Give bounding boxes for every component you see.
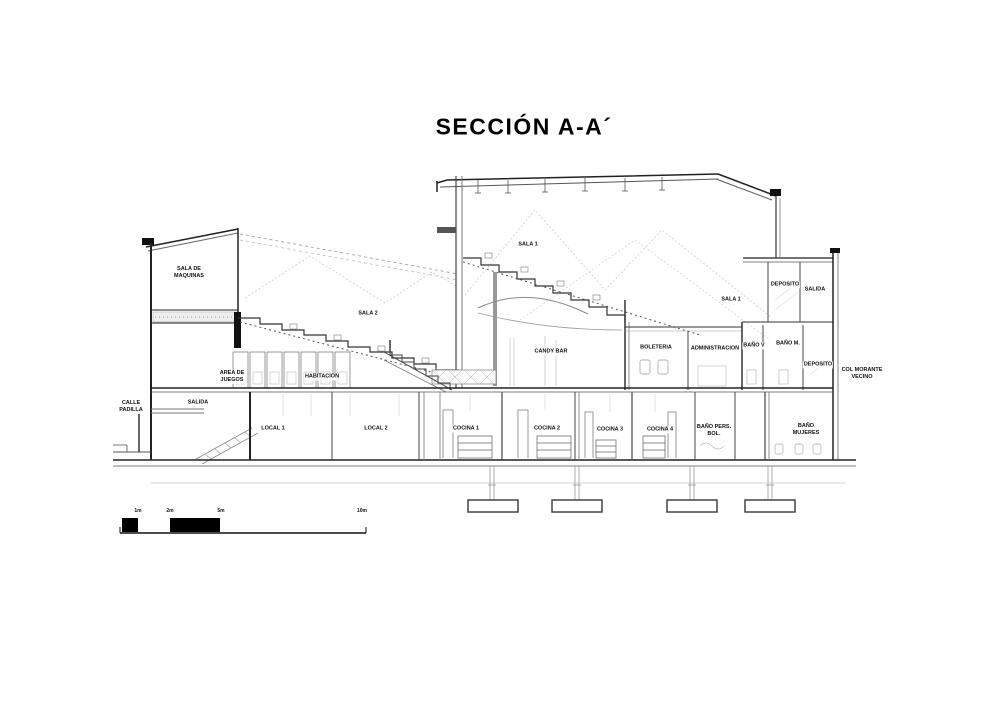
scale-label-2m: 2m bbox=[166, 508, 174, 514]
room-label-boleteria: BOLETERIA bbox=[639, 344, 673, 352]
candy-bar-structure bbox=[431, 176, 623, 388]
room-label-cocina-4: COCINA 4 bbox=[645, 426, 675, 434]
sala1-hidden-lines bbox=[464, 209, 773, 341]
ground-lines bbox=[113, 459, 856, 484]
floor-slabs bbox=[151, 387, 833, 393]
room-label-deposito-lower: DEPOSITO bbox=[802, 361, 834, 369]
sala1-roof bbox=[436, 173, 781, 201]
room-label-salida-right: SALIDA bbox=[803, 286, 827, 294]
room-label-local-1: LOCAL 1 bbox=[260, 425, 286, 433]
arcade-machines bbox=[232, 351, 351, 389]
mid-stairs bbox=[383, 340, 453, 393]
drawing-title: SECCIÓN A-A´ bbox=[435, 113, 613, 140]
left-block bbox=[142, 228, 241, 460]
room-label-deposito-upper: DEPOSITO bbox=[769, 281, 801, 289]
room-label-bano-mujeres: BAÑO MUJERES bbox=[791, 422, 821, 438]
room-label-local-2: LOCAL 2 bbox=[363, 425, 389, 433]
room-label-cocina-1: COCINA 1 bbox=[451, 425, 481, 433]
room-label-administracion: ADMINISTRACION bbox=[689, 345, 741, 353]
room-label-habitacion: HABITACION bbox=[303, 373, 341, 381]
annotation-col-morante-vecino: COL MORANTE VECINO bbox=[841, 366, 883, 380]
basement-walls bbox=[249, 392, 770, 460]
scale-label-10m: 10m bbox=[356, 508, 368, 514]
room-label-cocina-2: COCINA 2 bbox=[532, 425, 562, 433]
street-label-calle-padilla: CALLE PADILLA bbox=[118, 399, 144, 415]
room-label-sala-2: SALA 2 bbox=[357, 310, 379, 318]
sala2-hidden-lines bbox=[239, 233, 459, 304]
upper-right-rooms bbox=[624, 196, 840, 460]
room-label-area-de-juegos: AREA DE JUEGOS bbox=[218, 369, 246, 385]
scale-bar-graphic bbox=[119, 518, 367, 534]
street-calle-padilla bbox=[113, 405, 259, 465]
room-label-cocina-3: COCINA 3 bbox=[595, 426, 625, 434]
room-label-sala-de-maquinas: SALA DE MAQUINAS bbox=[173, 265, 205, 281]
foundation bbox=[467, 466, 796, 513]
sala2-tiers bbox=[238, 317, 463, 381]
scale-label-5m: 5m bbox=[217, 508, 225, 514]
room-label-candy-bar: CANDY BAR bbox=[533, 348, 569, 356]
room-label-sala-1-upper: SALA 1 bbox=[517, 241, 539, 249]
room-label-bano-m: BAÑO M. bbox=[775, 340, 801, 348]
room-label-salida-left: SALIDA bbox=[186, 399, 210, 407]
room-label-bano-v: BAÑO V bbox=[742, 342, 766, 350]
scale-label-1m: 1m bbox=[134, 508, 142, 514]
room-label-bano-pers-bol: BAÑO PERS. BOL. bbox=[695, 423, 733, 439]
roof-joist-ticks bbox=[475, 177, 665, 194]
basement-fixtures bbox=[282, 394, 822, 459]
sala1-tiers bbox=[462, 252, 701, 336]
room-label-sala-1-right: SALA 1 bbox=[720, 296, 742, 304]
